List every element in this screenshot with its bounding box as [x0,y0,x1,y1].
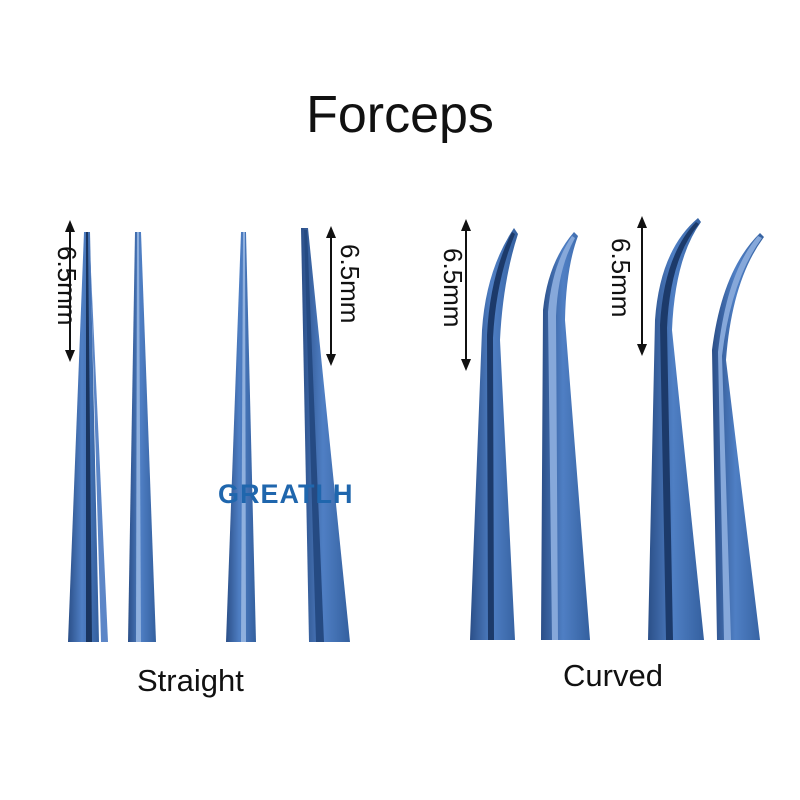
straight-forceps-4 [301,228,350,642]
tip-length-label: 6.5mm [606,238,636,317]
dimension-arrow-4 [637,216,647,356]
curved-forceps-2 [541,232,590,640]
dimension-arrow-2 [326,226,336,366]
dimension-arrow-1 [65,220,75,362]
page-title: Forceps [306,86,494,144]
curved-forceps-1 [470,228,518,640]
tip-length-label: 6.5mm [335,244,365,323]
caption-curved: Curved [563,658,663,693]
curved-forceps-4 [712,233,764,640]
straight-forceps-1 [68,232,108,642]
tip-length-label: 6.5mm [52,246,82,325]
caption-straight: Straight [137,663,244,698]
tip-length-label: 6.5mm [438,248,468,327]
brand-watermark: GREATLH [218,479,354,509]
dimension-arrow-3 [461,219,471,371]
straight-forceps-3 [226,232,256,642]
curved-forceps-3 [648,218,704,640]
straight-forceps-2 [128,232,156,642]
